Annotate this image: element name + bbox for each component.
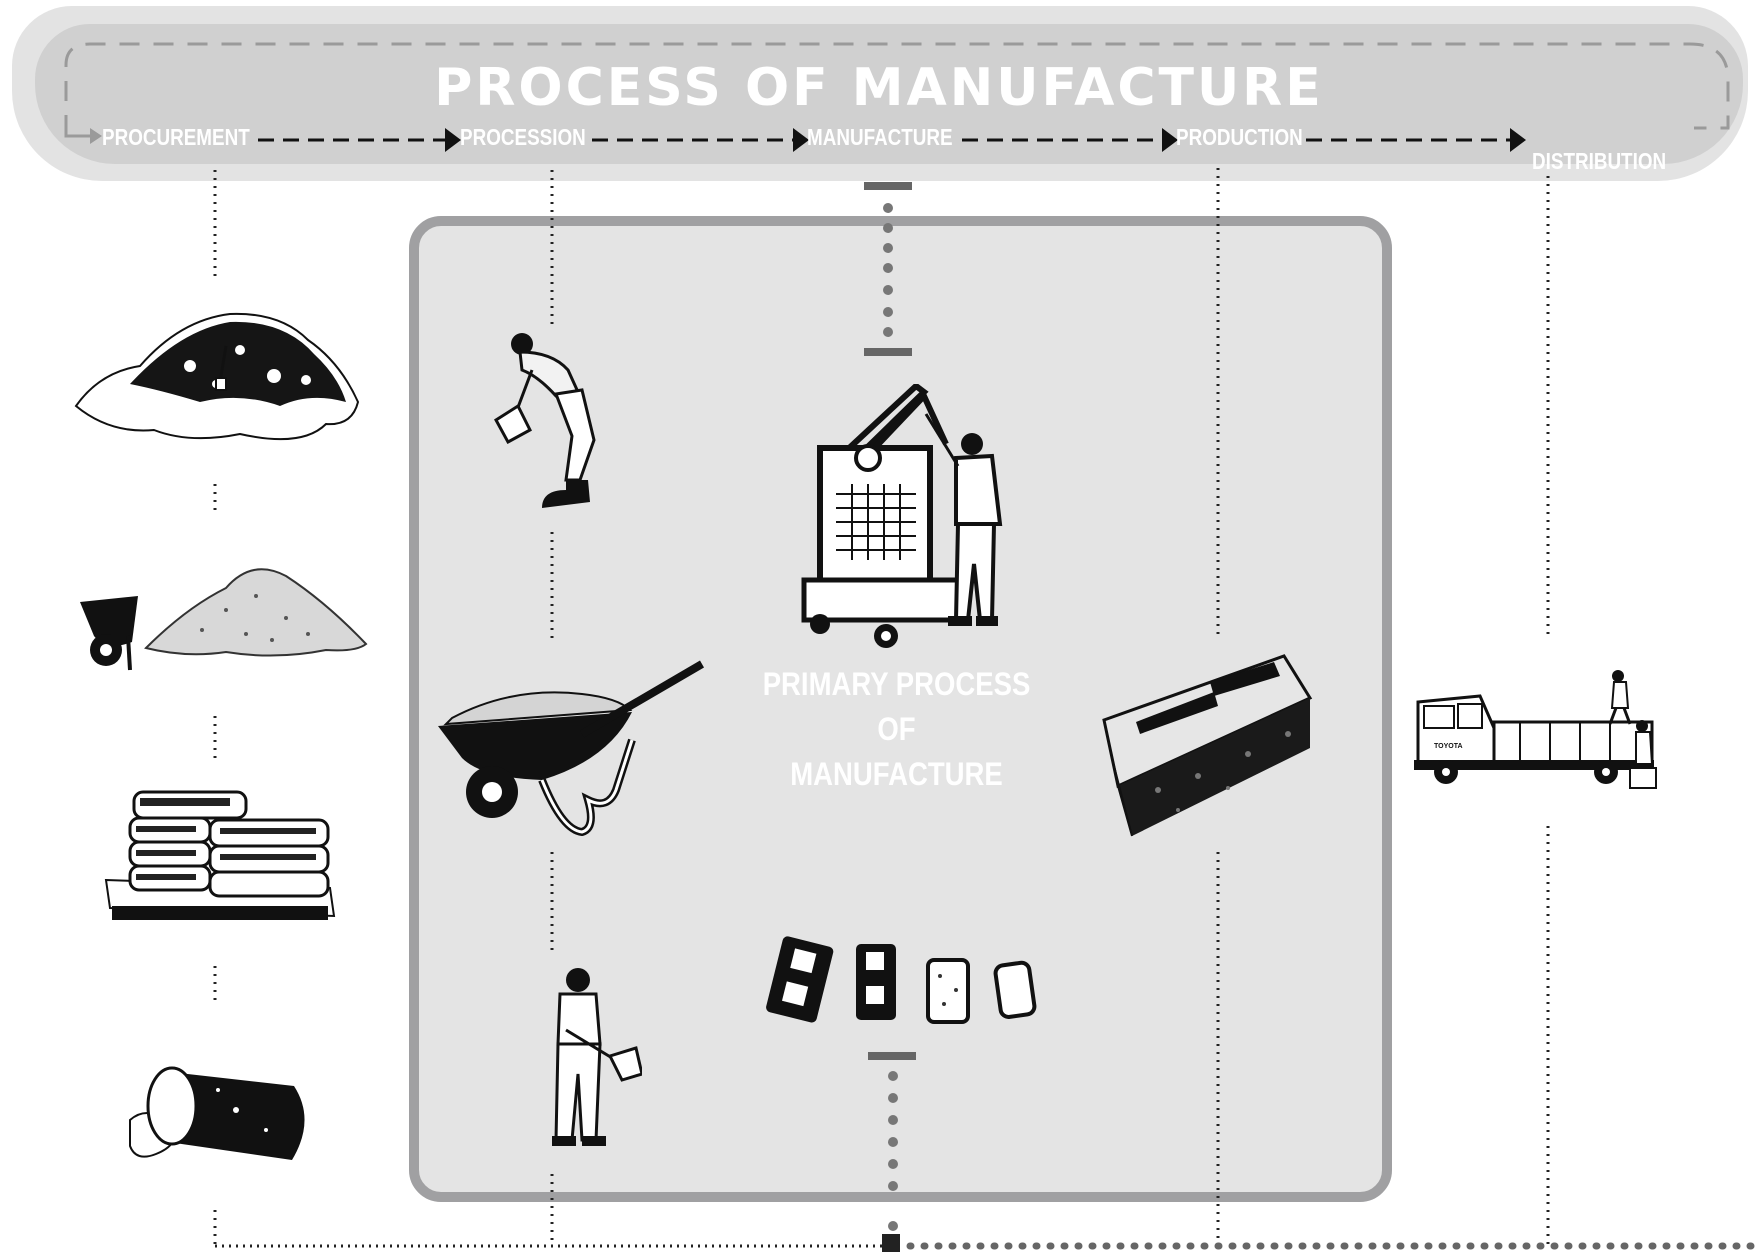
- return-loop-line: [64, 42, 1730, 135]
- water-barrel-illustration: [129, 1066, 305, 1160]
- bracket-bottom-cap: [868, 1052, 916, 1060]
- block-samples-illustration: [766, 936, 1037, 1024]
- return-loop-entry: [64, 118, 90, 138]
- truck-brand-text: TOYOTA: [1434, 743, 1463, 750]
- page-title: PROCESS OF MANUFACTURE: [434, 58, 1324, 118]
- wheelbarrow-illustration: [438, 660, 705, 837]
- panel-label: PRIMARY PROCESS OF MANUFACTURE: [728, 662, 1066, 797]
- concrete-block-illustration: [1102, 654, 1313, 837]
- sand-pile-illustration: [80, 568, 368, 671]
- stage-label-manufacture: MANUFACTURE: [807, 124, 953, 150]
- panel-label-line-2: OF: [877, 711, 916, 747]
- stage-label-distribution: DISTRIBUTION: [1532, 148, 1667, 174]
- bracket-top-cap: [864, 182, 912, 190]
- arrow-to-distribution: [1510, 128, 1526, 152]
- delivery-truck-illustration: TOYOTA: [1414, 670, 1657, 789]
- block-press-machine-illustration: [801, 384, 1003, 648]
- stage-label-production: PRODUCTION: [1176, 124, 1303, 150]
- arrow-to-procession: [445, 128, 461, 152]
- stage-label-procession: PROCESSION: [460, 124, 586, 150]
- soil-pile-illustration: [74, 312, 360, 441]
- bracket-bottom-node: [882, 1234, 900, 1252]
- panel-label-line-3: MANUFACTURE: [790, 756, 1003, 792]
- panel-label-line-1: PRIMARY PROCESS: [762, 666, 1031, 702]
- worker-bending-illustration: [494, 333, 596, 508]
- arrow-to-production: [1162, 128, 1178, 152]
- arrow-to-manufacture: [793, 128, 809, 152]
- stage-label-procurement: PROCUREMENT: [102, 124, 250, 150]
- bracket-top-base: [864, 348, 912, 356]
- cement-bags-illustration: [104, 790, 336, 920]
- loop-entry-arrow: [90, 128, 102, 144]
- standing-worker-illustration: [552, 968, 642, 1146]
